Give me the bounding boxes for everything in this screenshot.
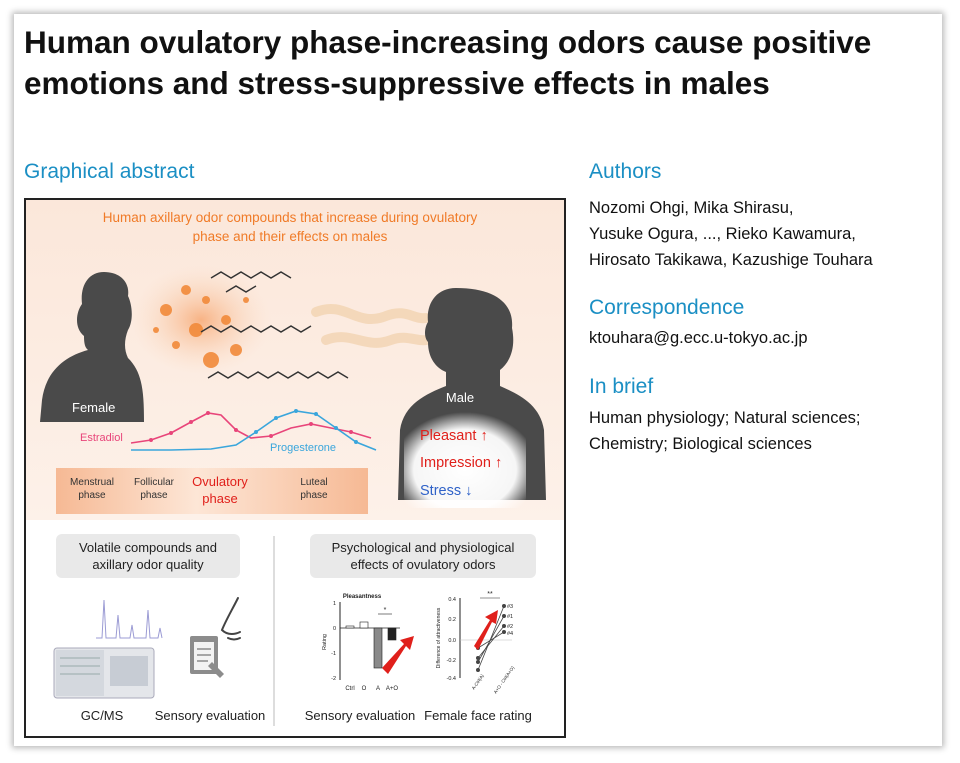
graphical-abstract-svg: Human axillary odor compounds that incre… — [26, 200, 564, 726]
phase-follicular-2: phase — [140, 490, 168, 501]
top-caption-line2: phase and their effects on males — [193, 229, 388, 244]
mini-line-xtick: A+O - Ctrl(A+O) — [493, 665, 516, 695]
phase-luteal-2: phase — [300, 490, 328, 501]
estradiol-label: Estradiol — [80, 432, 123, 444]
box-right-line1: Psychological and physiological — [332, 540, 515, 555]
odor-particles — [153, 285, 249, 368]
box-left-line2: axillary odor quality — [92, 557, 204, 572]
mini-bar-a — [373, 627, 383, 669]
female-silhouette — [40, 272, 144, 422]
mini-line-series-label: #2 — [507, 624, 513, 630]
mini-bar-a-plus-o — [387, 627, 397, 641]
phase-luteal-1: Luteal — [300, 477, 327, 488]
box-right-line2: effects of ovulatory odors — [350, 557, 496, 572]
mini-line-ytick: -0.2 — [447, 658, 456, 664]
mini-line-ytick: 0.4 — [448, 597, 456, 603]
authors-line-1: Nozomi Ohgi, Mika Shirasu, — [589, 199, 794, 217]
mini-bar-ytick: -1 — [331, 651, 336, 657]
correspondence-heading: Correspondence — [589, 296, 745, 319]
odor-cloud — [131, 265, 271, 375]
paper-title: Human ovulatory phase-increasing odors c… — [24, 24, 872, 101]
mini-bar-xtick: Ctrl — [345, 686, 354, 692]
caption-gcms: GC/MS — [81, 708, 124, 723]
phase-bar — [56, 468, 368, 514]
mini-bar-ytick: 1 — [333, 601, 336, 607]
gcms-instrument-icon — [53, 647, 155, 699]
phase-menstrual-1: Menstrual — [70, 477, 114, 488]
in-brief-line-2: Chemistry; Biological sciences — [589, 435, 812, 453]
mini-bar-chart: Pleasantness 1 0 -1 -2 Rating * Ctrl O A… — [322, 594, 414, 692]
mini-line-series-label: #3 — [507, 604, 513, 610]
chromatogram-icon — [96, 599, 163, 639]
caption-female-face-rating: Female face rating — [424, 708, 532, 723]
phase-ovulatory-2: phase — [202, 491, 237, 506]
mini-line-series — [477, 615, 505, 663]
mini-bar-xtick: A+O — [386, 686, 399, 692]
estradiol-points — [149, 411, 353, 442]
graphical-abstract-figure: Human axillary odor compounds that incre… — [24, 198, 566, 738]
caption-sensory-right: Sensory evaluation — [305, 708, 416, 723]
mini-line-xtick: A-Ctrl(A) — [471, 673, 485, 691]
mini-bar-xtick: A — [376, 686, 380, 692]
mini-line-ytick: 0.0 — [448, 638, 456, 644]
correspondence-email[interactable]: ktouhara@g.ecc.u-tokyo.ac.jp — [589, 329, 808, 347]
progesterone-label: Progesterone — [270, 442, 336, 454]
red-arrow-icon — [382, 636, 414, 674]
male-label: Male — [446, 390, 474, 405]
mini-line-ytick: 0.2 — [448, 617, 456, 623]
authors-line-3: Hirosato Takikawa, Kazushige Touhara — [589, 251, 873, 269]
female-label: Female — [72, 400, 115, 415]
authors-line-2: Yusuke Ogura, ..., Rieko Kawamura, — [589, 225, 856, 243]
nose-icon — [220, 597, 241, 641]
molecule-structures — [200, 271, 349, 379]
caption-sensory-left: Sensory evaluation — [155, 708, 266, 723]
mini-bar-sig: * — [384, 607, 387, 614]
mini-bar-ytick: -2 — [331, 676, 336, 682]
mini-bar-ytick: 0 — [333, 626, 336, 632]
mini-line-series — [477, 631, 505, 649]
progesterone-points — [254, 409, 358, 444]
graphical-abstract-heading: Graphical abstract — [24, 160, 195, 183]
in-brief-line-1: Human physiology; Natural sciences; — [589, 409, 861, 427]
scent-waves — [311, 303, 431, 348]
mini-bar-title: Pleasantness — [343, 594, 382, 600]
mini-bar-ylabel: Rating — [322, 634, 328, 650]
mini-line-series — [477, 605, 505, 671]
red-arrow-icon — [474, 610, 498, 650]
mini-line-series-label: #1 — [507, 614, 513, 620]
mini-bar-xtick: O — [362, 686, 367, 692]
box-left-line1: Volatile compounds and — [79, 540, 217, 555]
mini-line-ytick: -0.4 — [447, 676, 456, 682]
mini-bar-ctrl — [345, 625, 355, 629]
clipboard-icon — [190, 636, 224, 678]
in-brief-heading: In brief — [589, 375, 654, 398]
phase-follicular-1: Follicular — [134, 477, 175, 488]
top-caption-line1: Human axillary odor compounds that incre… — [103, 210, 478, 225]
mini-line-ylabel: Difference of attractiveness — [436, 607, 442, 668]
authors-heading: Authors — [589, 160, 662, 183]
effect-impression: Impression ↑ — [420, 455, 502, 471]
estradiol-curve — [130, 412, 372, 444]
box-psychological-effects — [310, 534, 536, 578]
mini-bar-o — [359, 621, 369, 629]
mini-line-sig: ** — [487, 591, 493, 598]
male-effects-panel — [404, 412, 526, 508]
phase-ovulatory-1: Ovulatory — [192, 474, 248, 489]
mini-line-chart: 0.4 0.2 0.0 -0.2 -0.4 Difference of attr… — [436, 591, 516, 695]
effect-stress: Stress ↓ — [420, 483, 472, 499]
mini-line-series — [477, 625, 505, 659]
phase-menstrual-2: phase — [78, 490, 106, 501]
effect-pleasant: Pleasant ↑ — [420, 428, 488, 444]
box-volatile-compounds — [56, 534, 240, 578]
mini-line-series-label: #4 — [507, 631, 513, 637]
